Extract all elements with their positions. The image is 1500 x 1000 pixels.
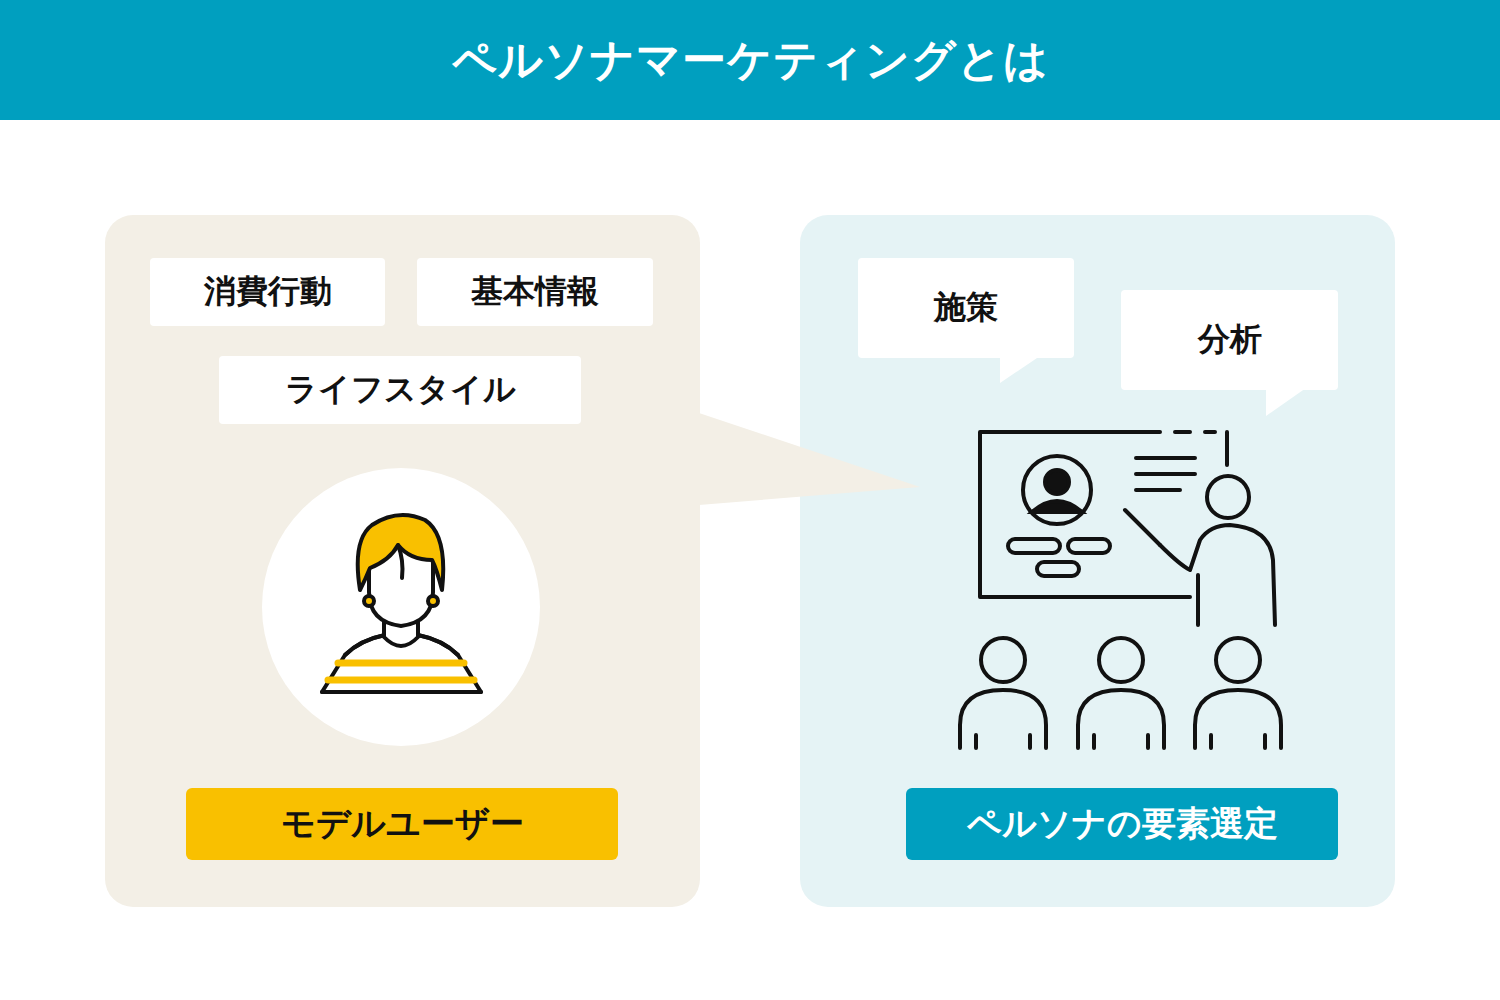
caption-band: ペルソナの要素選定 xyxy=(906,788,1338,860)
info-box: ライフスタイル xyxy=(219,356,581,424)
speech-bubble: 分析 xyxy=(1121,290,1338,390)
speech-bubble: 施策 xyxy=(858,258,1074,358)
info-box: 基本情報 xyxy=(417,258,653,326)
node-label: ライフスタイル xyxy=(285,368,516,412)
node-label: 消費行動 xyxy=(204,270,332,314)
caption-band: モデルユーザー xyxy=(186,788,618,860)
title-text: ペルソナマーケティングとは xyxy=(0,0,1500,120)
info-box: 消費行動 xyxy=(150,258,385,326)
node-label: 施策 xyxy=(934,286,998,330)
node-label: 分析 xyxy=(1198,318,1262,362)
node-label: ペルソナの要素選定 xyxy=(967,801,1278,847)
title-label: ペルソナマーケティングとは xyxy=(452,31,1049,90)
node-label: 基本情報 xyxy=(471,270,599,314)
node-label: モデルユーザー xyxy=(281,801,524,847)
